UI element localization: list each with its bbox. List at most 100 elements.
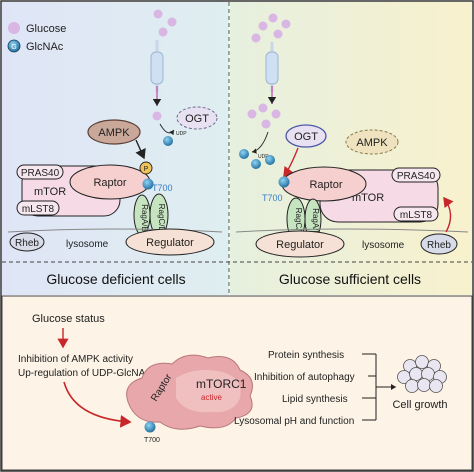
t700-label: T700 (262, 193, 283, 203)
mlst8-node (393, 206, 439, 222)
t700-label: T700 (144, 437, 160, 444)
udp-label: UDP (258, 154, 269, 160)
right-ampk: AMPK (345, 129, 399, 155)
right-transporter (247, 13, 291, 129)
t700-label: T700 (152, 183, 173, 193)
glcnac-legend-label: GlcNAc (26, 41, 64, 53)
lysosome-membrane (235, 228, 469, 233)
ogt-glcnacylation-arrow (283, 147, 299, 178)
lysosome-label: lysosome (362, 240, 405, 251)
left-rag-complex: RagA/B RagC/D (133, 193, 169, 237)
glcnac-legend-symbol: G (11, 44, 16, 51)
regulator-label: Regulator (276, 239, 324, 251)
rheb-node (9, 232, 45, 252)
ragab-label: RagA/B (140, 204, 149, 232)
glucose-dot (167, 17, 177, 27)
ogt-node (176, 106, 218, 130)
mtor-label: mTOR (34, 186, 66, 198)
cell-cluster-icon (397, 355, 447, 393)
pras40-label: PRAS40 (21, 168, 60, 179)
left-ampk: AMPK (87, 119, 146, 160)
glucose-dot (251, 33, 261, 43)
glucose-dot (273, 29, 283, 39)
pras40-label: PRAS40 (397, 171, 436, 182)
raptor-label: Raptor (309, 179, 342, 191)
regulator-node (125, 228, 215, 256)
outcomes-list: Protein synthesis Inhibition of autophag… (234, 350, 396, 427)
pras40-node (391, 167, 441, 183)
pras40-node (16, 164, 64, 180)
udp-conversion-arrow (251, 131, 269, 154)
rheb-activation-arrow (443, 196, 454, 233)
mlst8-label: mLST8 (400, 210, 433, 221)
right-lysosome: Regulator lysosome Rheb (235, 196, 469, 258)
lysosome-label: lysosome (66, 239, 109, 250)
glucose-dot (271, 109, 281, 119)
right-mtorc1-complex: mTOR PRAS40 mLST8 Raptor T700 (262, 166, 441, 223)
glucose-dot (281, 19, 291, 29)
raptor-label: Raptor (93, 177, 126, 189)
glcnac-site-icon (144, 421, 156, 433)
legend: Glucose G GlcNAc (7, 22, 66, 53)
activation-curve-arrow (63, 381, 132, 428)
left-mtorc1-complex: mTOR PRAS40 mLST8 Raptor P T700 (16, 161, 173, 217)
glucose-dot (258, 21, 268, 31)
ogt-label: OGT (294, 131, 318, 143)
mtor-label: mTOR (352, 192, 384, 204)
glucose-status-label: Glucose status (32, 313, 105, 325)
glucose-dot (261, 119, 271, 129)
inhibition-ampk-label: Inhibition of AMPK activity (18, 354, 133, 365)
glucose-dot (268, 13, 278, 23)
udp-label: UDP (176, 131, 187, 137)
outcome-item: Protein synthesis (268, 350, 344, 361)
regulator-node (255, 230, 345, 258)
ampk-node-inactive (345, 129, 399, 155)
outcome-item: Inhibition of autophagy (254, 372, 355, 383)
ogt-label: OGT (185, 113, 209, 125)
ampk-node (87, 119, 141, 145)
glucose-legend-label: Glucose (26, 23, 66, 35)
left-transporter (150, 9, 177, 121)
glucose-legend-icon (8, 22, 20, 34)
right-caption: Glucose sufficient cells (279, 271, 421, 287)
glcnac-icon (163, 136, 173, 146)
left-caption: Glucose deficient cells (46, 271, 185, 287)
ogt-node (285, 124, 327, 148)
outcome-item: Lysosomal pH and function (234, 416, 354, 427)
glcnac-site-icon (278, 176, 290, 188)
mlst8-label: mLST8 (22, 204, 55, 215)
regulator-label: Regulator (146, 237, 194, 249)
glcnac-site-icon (142, 178, 154, 190)
ragab-label: RagA/B (311, 208, 320, 236)
phospho-label: P (144, 166, 149, 173)
upregulation-label: Up-regulation of UDP-GlcNAc (18, 368, 150, 379)
glucose-dot (152, 111, 162, 121)
left-lysosome: Rheb lysosome Regulator (7, 228, 223, 256)
mtorc1-active-cloud: Raptor mTORC1 active T700 (126, 354, 253, 444)
cloud-highlight (176, 370, 241, 413)
active-label: active (201, 393, 222, 402)
glucose-transporter-icon (265, 51, 279, 85)
lysosome-membrane (7, 228, 223, 233)
glcnac-icon (251, 159, 261, 169)
glucose-dot (158, 27, 168, 37)
right-ogt: OGT UDP (239, 124, 327, 178)
glucose-transporter-icon (150, 51, 164, 85)
glucose-dot (258, 103, 268, 113)
rheb-node (420, 233, 458, 255)
udp-conversion-arrow (159, 123, 175, 136)
glcnac-legend-icon (7, 39, 21, 53)
ampk-phosphorylation-arrow (135, 139, 146, 160)
ragcd-label: RagC/D (157, 204, 166, 233)
mlst8-node (16, 200, 60, 216)
glcnac-icon (265, 155, 275, 165)
rheb-label: Rheb (427, 240, 451, 251)
mtorc1-label: mTORC1 (196, 377, 247, 391)
rheb-label: Rheb (15, 238, 39, 249)
ampk-label: AMPK (356, 137, 388, 149)
glcnac-icon (239, 149, 249, 159)
ragcd-label: RagC/D (294, 208, 303, 237)
glucose-dot (247, 109, 257, 119)
glucose-dot (153, 9, 163, 19)
